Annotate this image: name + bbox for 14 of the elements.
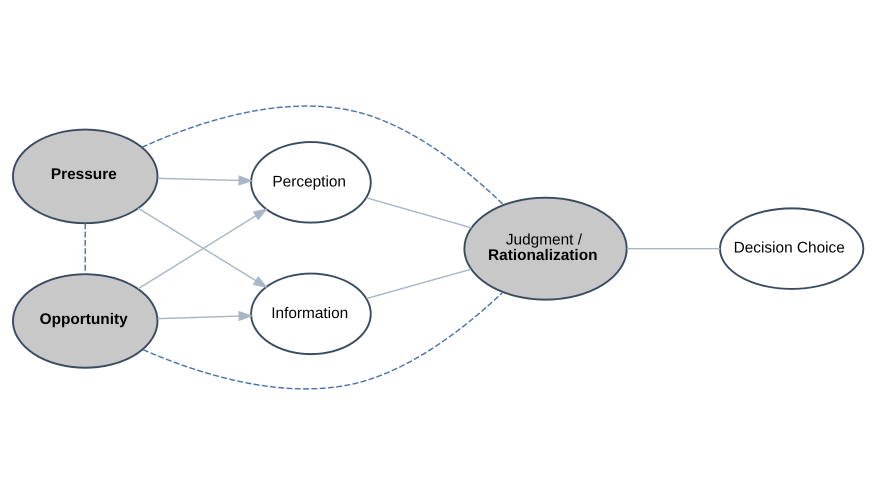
- arrow: [158, 175, 254, 186]
- node-ellipse: Judgment / Rationalization: [463, 196, 628, 301]
- connector: [626, 248, 720, 250]
- arrow: [158, 310, 254, 322]
- node-ellipse: Information: [250, 272, 372, 356]
- node-ellipse: Perception: [250, 141, 372, 224]
- connector: [142, 292, 504, 390]
- connector: [84, 223, 86, 274]
- node-ellipse: Decision Choice: [719, 207, 864, 290]
- node-ellipse: Pressure: [12, 128, 158, 224]
- connector: [366, 268, 472, 300]
- node-ellipse: Opportunity: [12, 273, 158, 369]
- connector: [142, 105, 504, 206]
- connector: [366, 197, 472, 228]
